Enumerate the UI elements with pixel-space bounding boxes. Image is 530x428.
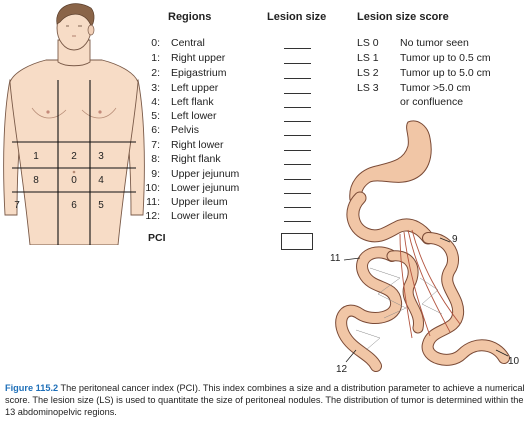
- score-description: Tumor up to 5.0 cm: [400, 67, 491, 79]
- lesion-size-blank: [284, 164, 311, 165]
- score-code: LS 0: [357, 37, 379, 49]
- region-number: 7:: [151, 139, 160, 151]
- region-name: Upper jejunum: [171, 168, 240, 180]
- lesion-size-blank: [284, 93, 311, 94]
- region-name: Left lower: [171, 110, 217, 122]
- lesion-size-blank: [284, 63, 311, 64]
- grid-label-1: 1: [33, 151, 39, 162]
- region-number: 10:: [145, 182, 160, 194]
- intestine-label-9: 9: [452, 234, 458, 245]
- region-name: Lower ileum: [171, 210, 228, 222]
- score-description: Tumor >5.0 cm: [400, 82, 471, 94]
- region-number: 1:: [151, 52, 160, 64]
- region-name: Right upper: [171, 52, 226, 64]
- leader-line-12: [345, 349, 357, 363]
- lesion-score-header: Lesion size score: [357, 11, 449, 23]
- pci-label: PCI: [148, 232, 166, 244]
- stomach: [349, 120, 432, 201]
- regions-header: Regions: [168, 11, 212, 23]
- lesion-size-blank: [284, 179, 311, 180]
- ileum: [336, 247, 401, 371]
- leader-line-11: [343, 257, 361, 261]
- lesion-size-blank: [284, 207, 311, 208]
- mesentery-web: [355, 267, 443, 351]
- grid-label-6: 6: [71, 200, 77, 211]
- leader-line-9: [439, 237, 451, 243]
- torso-illustration: 1 2 3 8 0 4 7 6 5: [3, 3, 145, 245]
- region-name: Upper ileum: [171, 196, 228, 208]
- intestine-label-11: 11: [330, 253, 341, 264]
- lesion-size-blank: [284, 221, 311, 222]
- score-description: or confluence: [400, 96, 464, 108]
- region-name: Right flank: [171, 153, 221, 165]
- figure-caption: Figure 115.2 The peritoneal cancer index…: [5, 383, 527, 418]
- region-name: Left upper: [171, 82, 219, 94]
- intestine-illustration: 9 11 12 10: [330, 120, 520, 375]
- grid-label-2: 2: [71, 151, 77, 162]
- score-description: Tumor up to 0.5 cm: [400, 52, 491, 64]
- region-name: Epigastrium: [171, 67, 227, 79]
- jejunum: [422, 233, 509, 365]
- grid-label-4: 4: [98, 175, 104, 186]
- lesion-size-blank: [284, 78, 311, 79]
- region-number: 6:: [151, 124, 160, 136]
- region-number: 11:: [146, 196, 160, 208]
- region-number: 8:: [151, 153, 160, 165]
- lesion-size-blank: [284, 48, 311, 49]
- grid-label-0: 0: [71, 175, 77, 186]
- intestine-label-12: 12: [336, 364, 348, 375]
- region-number: 9:: [151, 168, 160, 180]
- region-number: 5:: [151, 110, 160, 122]
- jejunum-outline: [421, 232, 510, 366]
- lesion-size-blank: [284, 135, 311, 136]
- region-number: 2:: [151, 67, 160, 79]
- lesion-size-blank: [284, 107, 311, 108]
- region-number: 12:: [145, 210, 160, 222]
- lesion-size-header: Lesion size: [267, 11, 327, 23]
- score-code: LS 2: [357, 67, 379, 79]
- duodenum: [347, 192, 434, 244]
- score-code: LS 1: [357, 52, 379, 64]
- grid-label-5: 5: [98, 200, 104, 211]
- region-number: 3:: [151, 82, 160, 94]
- grid-label-3: 3: [98, 151, 104, 162]
- score-code: LS 3: [357, 82, 379, 94]
- grid-label-7: 7: [14, 200, 20, 211]
- score-description: No tumor seen: [400, 37, 469, 49]
- region-name: Right lower: [171, 139, 224, 151]
- region-name: Pelvis: [171, 124, 200, 136]
- figure-number: Figure 115.2: [5, 383, 59, 393]
- caption-text: The peritoneal cancer index (PCI). This …: [5, 383, 525, 417]
- mesenteric-vessels: [399, 229, 461, 339]
- region-name: Lower jejunum: [171, 182, 240, 194]
- region-name: Left flank: [171, 96, 214, 108]
- lesion-size-blank: [284, 193, 311, 194]
- leader-line-10: [495, 349, 509, 357]
- region-name: Central: [171, 37, 205, 49]
- pci-score-box: [281, 233, 313, 250]
- intestine-label-10: 10: [508, 356, 520, 367]
- lesion-size-blank: [284, 150, 311, 151]
- lesion-size-blank: [284, 121, 311, 122]
- region-number: 0:: [151, 37, 160, 49]
- grid-label-8: 8: [33, 175, 39, 186]
- mid-loop: [387, 251, 423, 333]
- region-number: 4:: [151, 96, 160, 108]
